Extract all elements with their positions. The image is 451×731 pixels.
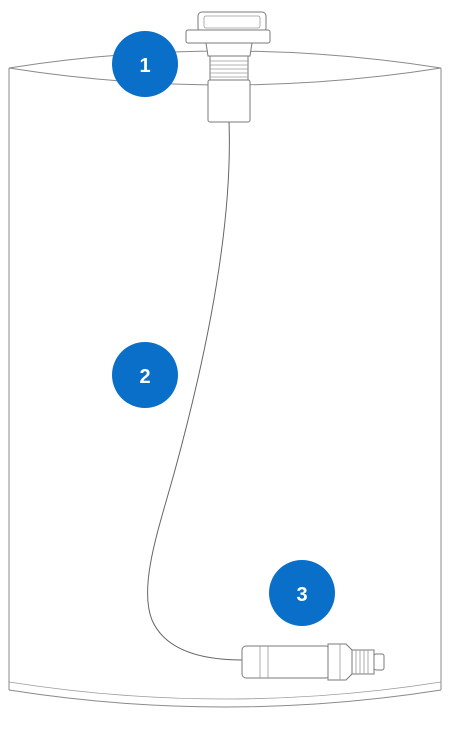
tank-bottom-inner-edge — [8, 681, 442, 700]
tank — [8, 50, 442, 708]
top-fitting-threaded-body — [209, 55, 249, 81]
bottom-fitting — [241, 643, 385, 681]
callout-1: 1 — [112, 31, 178, 97]
bottom-fitting-tip — [373, 653, 385, 671]
callout-2: 2 — [112, 342, 178, 408]
callout-1-label: 1 — [139, 55, 150, 77]
top-fitting-neck — [205, 42, 253, 57]
top-fitting — [185, 11, 271, 123]
top-fitting-flange — [185, 29, 271, 44]
top-fitting-cap — [197, 11, 267, 33]
sensor-tube — [147, 121, 244, 661]
callout-3-label: 3 — [296, 584, 307, 606]
callout-2-label: 2 — [139, 366, 150, 388]
tank-bottom-edge — [8, 689, 442, 708]
callout-3-circle — [269, 560, 335, 626]
top-fitting-cap-inner — [203, 15, 261, 29]
callout-2-circle — [112, 342, 178, 408]
top-fitting-stem — [207, 79, 251, 123]
callout-3: 3 — [269, 560, 335, 626]
bottom-fitting-thread — [351, 649, 375, 675]
callout-1-circle — [112, 31, 178, 97]
bottom-fitting-body — [241, 645, 331, 679]
